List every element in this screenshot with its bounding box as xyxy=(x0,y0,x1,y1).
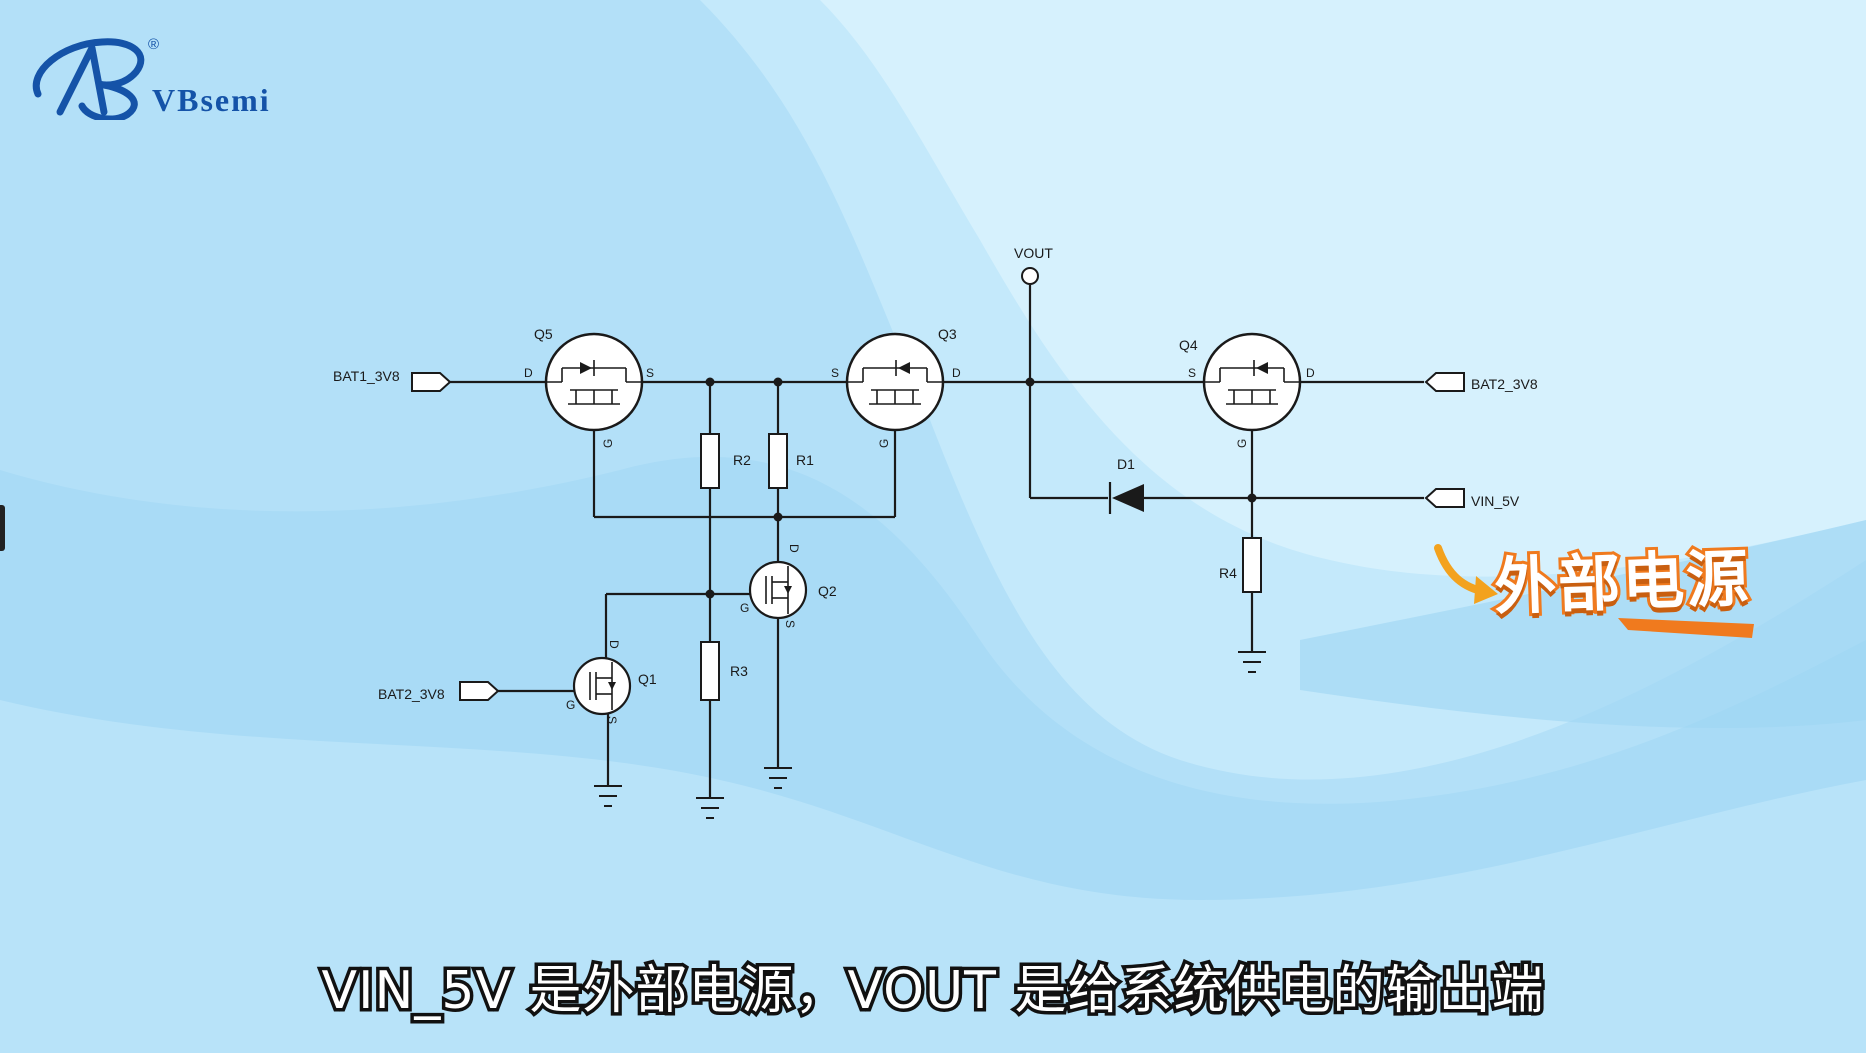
schematic-element: S xyxy=(831,366,839,380)
ref-r4: R4 xyxy=(1219,565,1237,581)
schematic-element: D xyxy=(607,640,621,649)
schematic-element xyxy=(748,560,808,620)
diode-d1 xyxy=(1108,482,1144,514)
port-bat1 xyxy=(411,372,452,392)
schematic-element: G xyxy=(1235,439,1249,448)
label-bat2-left: BAT2_3V8 xyxy=(378,686,445,702)
port-bat2-right xyxy=(1424,372,1465,392)
mosfet-q3 xyxy=(845,332,945,432)
schematic-element: G xyxy=(566,698,575,712)
schematic-element: D xyxy=(1306,366,1315,380)
port-vin xyxy=(1424,488,1465,508)
ref-q5: Q5 xyxy=(534,326,553,342)
ref-q4: Q4 xyxy=(1179,337,1198,353)
schematic-element: G xyxy=(601,439,615,448)
ground-icon xyxy=(1238,651,1266,673)
vbsemi-logo xyxy=(32,38,145,120)
ref-q3: Q3 xyxy=(938,326,957,342)
schematic-element: D xyxy=(787,544,801,553)
schematic-element: S xyxy=(1188,366,1196,380)
schematic-element: S xyxy=(646,366,654,380)
resistor-r3 xyxy=(700,641,720,701)
resistor-r2 xyxy=(700,433,720,489)
schematic-element: G xyxy=(740,601,749,615)
schematic-element xyxy=(580,362,592,374)
schematic-element: S xyxy=(783,620,797,628)
schematic-element: G xyxy=(877,439,891,448)
ground-icon xyxy=(764,767,792,789)
brand-name: VBsemi xyxy=(152,82,271,118)
label-bat1: BAT1_3V8 xyxy=(333,368,400,384)
registered-mark: ® xyxy=(148,36,160,53)
schematic-element xyxy=(773,512,783,522)
schematic-element xyxy=(1112,484,1144,512)
ground-icon xyxy=(594,785,622,807)
resistor-r4 xyxy=(1242,537,1262,593)
ref-q2: Q2 xyxy=(818,583,837,599)
ground-icon xyxy=(696,797,724,819)
schematic-element xyxy=(1247,493,1257,503)
schematic-element xyxy=(572,656,632,716)
ref-r2: R2 xyxy=(733,452,751,468)
schematic-element xyxy=(608,682,616,690)
callout-decoration xyxy=(1434,544,1754,638)
schematic-element xyxy=(705,589,715,599)
schematic-element xyxy=(1025,377,1035,387)
port-bat2-left xyxy=(459,681,500,701)
ref-q1: Q1 xyxy=(638,671,657,687)
schematic-element: D xyxy=(524,366,533,380)
mosfet-q1 xyxy=(572,656,632,716)
schematic-element xyxy=(773,377,783,387)
schematic-element xyxy=(1256,362,1268,374)
schematic-element: S xyxy=(605,716,619,724)
video-subtitle: VIN_5V 是外部电源，VOUT 是给系统供电的输出端 xyxy=(318,958,1547,1025)
callout-label: 外部电源 xyxy=(1490,539,1754,627)
schematic-element xyxy=(705,377,715,387)
ref-r1: R1 xyxy=(796,452,814,468)
mosfet-q2 xyxy=(748,560,808,620)
schematic-element xyxy=(784,586,792,594)
mosfet-q5 xyxy=(544,332,644,432)
junction-dots xyxy=(705,377,1257,599)
resistor-r1 xyxy=(768,433,788,489)
schematic-element: D xyxy=(952,366,961,380)
ref-d1: D1 xyxy=(1117,456,1135,472)
ref-r3: R3 xyxy=(730,663,748,679)
vout-terminal xyxy=(1021,267,1039,285)
label-vout: VOUT xyxy=(1014,245,1053,261)
schematic-element xyxy=(898,362,910,374)
side-handle[interactable] xyxy=(0,505,5,551)
label-vin: VIN_5V xyxy=(1471,493,1520,509)
mosfet-q4 xyxy=(1202,332,1302,432)
label-bat2-right: BAT2_3V8 xyxy=(1471,376,1538,392)
